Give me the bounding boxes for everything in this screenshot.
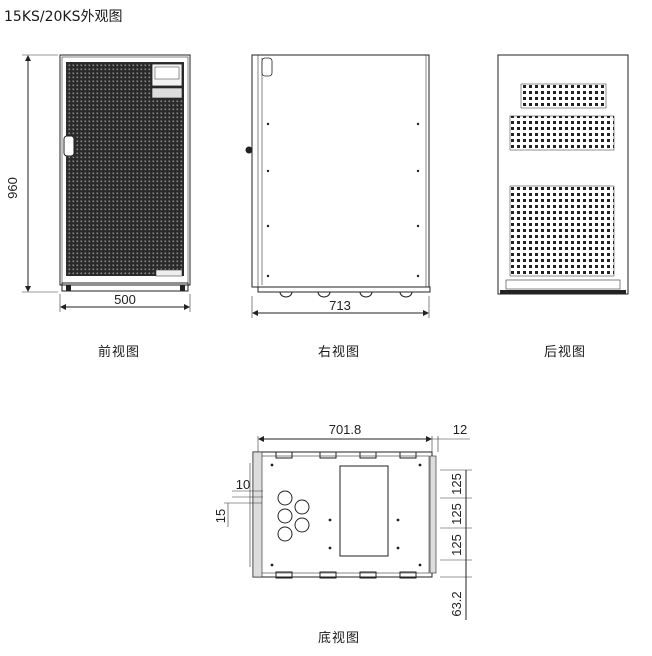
front-view-caption: 前视图 [98, 345, 141, 360]
rear-vent-middle [509, 115, 615, 151]
bottom-cable-cutout [339, 465, 389, 557]
front-door-handle [63, 135, 75, 157]
bottom-top-width-text: 701.8 [329, 422, 362, 437]
front-cabinet-outline [59, 54, 191, 286]
right-width-dim-text: 713 [329, 298, 351, 313]
rear-vent-lower [509, 185, 615, 277]
bottom-outline [252, 451, 433, 578]
bottom-pitch-3-text: 125 [449, 534, 464, 556]
front-keypad [151, 87, 183, 99]
bottom-offset-text: 63.2 [449, 591, 464, 616]
bottom-pitch-2-text: 125 [449, 503, 464, 525]
right-casters [279, 291, 413, 298]
front-logo-plate [155, 269, 183, 277]
bottom-hole-gap-text: 15 [213, 509, 228, 523]
front-view [22, 54, 191, 312]
rear-view-caption: 后视图 [544, 345, 587, 360]
bottom-edge-text: 12 [453, 422, 467, 437]
bottom-cable-holes [277, 490, 310, 542]
bottom-pitch-1-text: 125 [449, 473, 464, 495]
rear-view [497, 54, 629, 295]
rear-vent-top [520, 83, 607, 109]
bottom-view [224, 436, 472, 620]
right-view-caption: 右视图 [318, 345, 361, 360]
bottom-hole-offset-text: 10 [236, 477, 250, 492]
front-width-dim-text: 500 [114, 292, 136, 307]
page-title: 15KS/20KS外观图 [4, 9, 123, 25]
right-door-knob [245, 146, 253, 154]
right-cabinet-outline [251, 54, 430, 288]
bottom-view-caption: 底视图 [318, 631, 361, 646]
front-height-dim-text: 960 [5, 177, 20, 199]
right-hinge [261, 57, 273, 77]
right-view [245, 54, 431, 318]
